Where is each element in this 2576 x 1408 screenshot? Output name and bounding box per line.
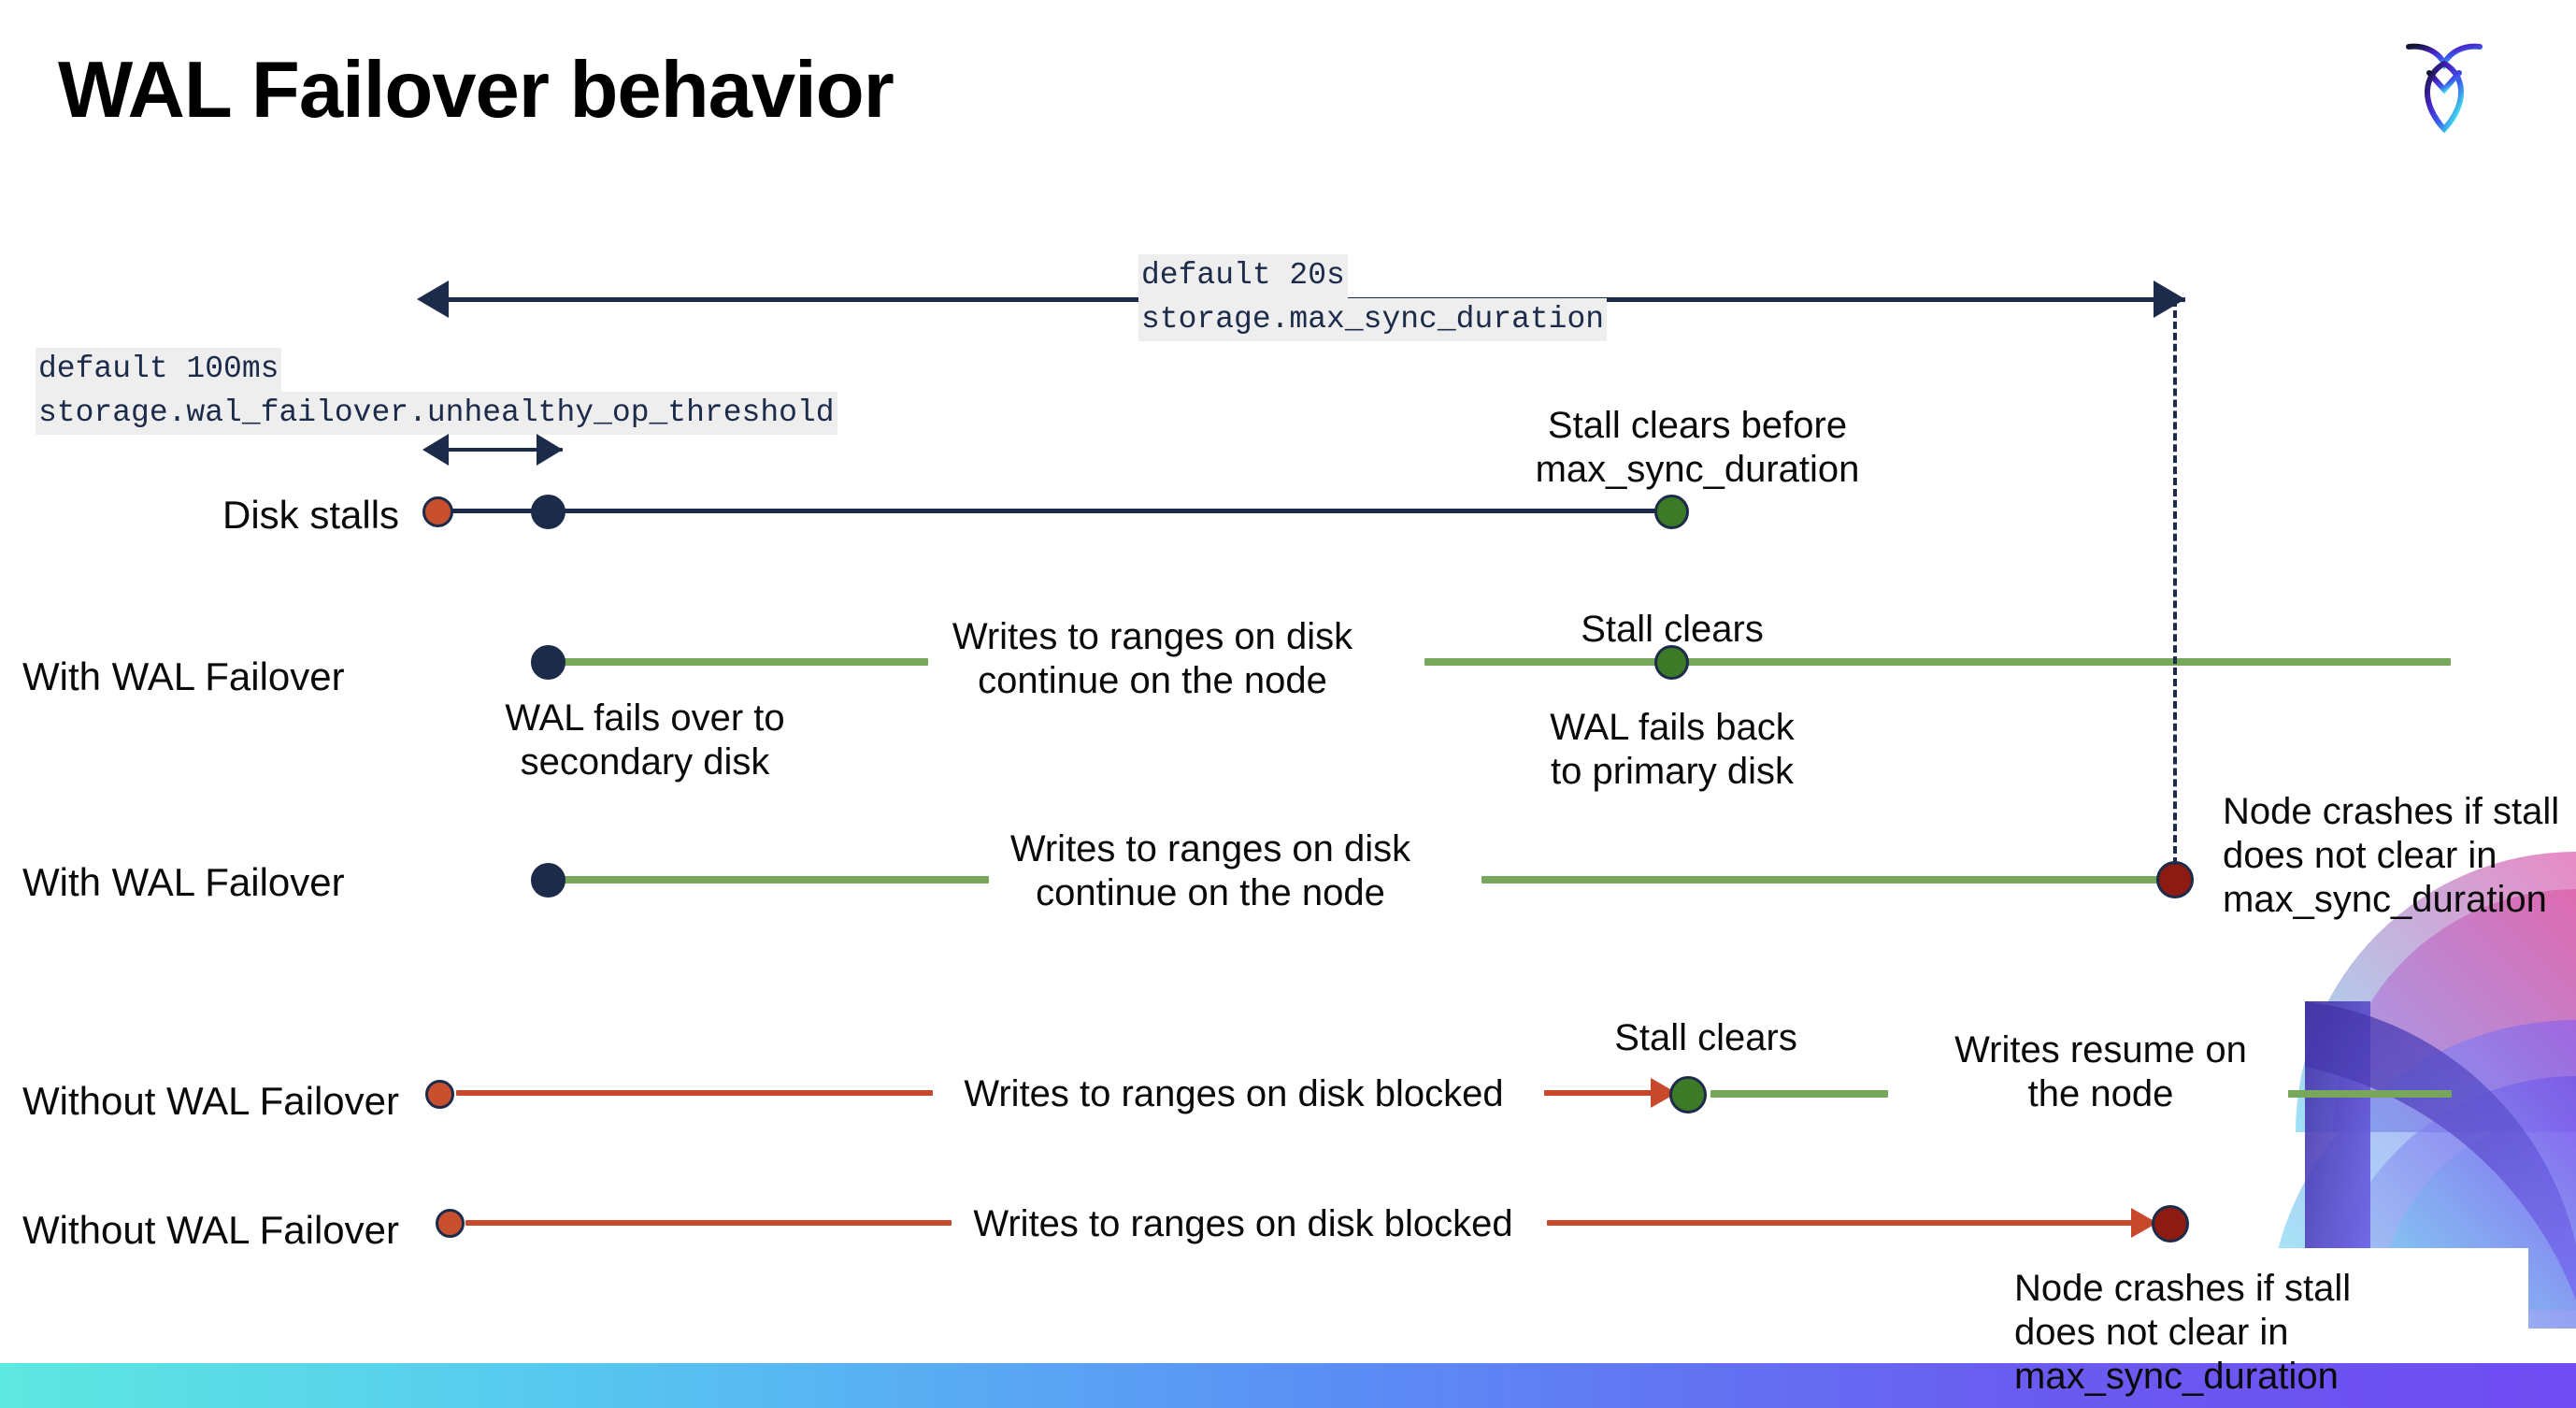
without-failover-1-clear-dot[interactable]: [1669, 1076, 1707, 1113]
with-failover-1-start-note: WAL fails over to secondary disk: [505, 697, 785, 783]
without-failover-1-blocked-b: [1544, 1090, 1664, 1096]
disk-stalls-start-dot[interactable]: [422, 496, 453, 527]
with-failover-1-mid-note: Writes to ranges on disk continue on the…: [952, 616, 1353, 702]
row-label-without-wal-failover-1: Without WAL Failover: [22, 1079, 399, 1123]
row-label-without-wal-failover-2: Without WAL Failover: [22, 1208, 399, 1252]
unhealthy-op-span-line: [445, 448, 563, 452]
with-failover-1-clear-note: Stall clears: [1581, 609, 1764, 650]
with-failover-1-failover-dot[interactable]: [531, 645, 565, 680]
with-failover-1-failback-note: WAL fails back to primary disk: [1550, 707, 1795, 793]
max-sync-duration-dashed-guide: [2173, 299, 2177, 865]
without-failover-2-crash-dot[interactable]: [2152, 1205, 2189, 1243]
unhealthy-op-name-text: storage.wal_failover.unhealthy_op_thresh…: [36, 391, 837, 436]
max-sync-duration-setting: default 20s storage.max_sync_duration: [1138, 254, 1608, 342]
max-sync-span-left-arrowhead: [417, 280, 449, 318]
max-sync-default-text: default 20s: [1138, 254, 1348, 298]
with-failover-2-crash-note: Node crashes if stall does not clear in …: [2223, 791, 2560, 921]
without-failover-1-start-dot[interactable]: [425, 1080, 454, 1109]
max-sync-name-text: storage.max_sync_duration: [1138, 297, 1608, 342]
without-failover-1-blocked-a: [456, 1090, 933, 1096]
without-failover-2-blocked-a: [465, 1220, 952, 1226]
without-failover-2-start-dot[interactable]: [436, 1209, 465, 1238]
without-failover-2-mid-note: Writes to ranges on disk blocked: [973, 1203, 1513, 1244]
with-failover-1-segment-b: [1424, 658, 2451, 666]
row-label-with-wal-failover-1: With WAL Failover: [22, 654, 345, 698]
cockroachdb-logo-icon: [2388, 28, 2500, 140]
with-failover-2-segment-b: [1481, 876, 2176, 884]
disk-stalls-timeline: [437, 509, 1681, 513]
page-title: WAL Failover behavior: [58, 46, 894, 135]
unhealthy-op-default-text: default 100ms: [36, 348, 282, 392]
bottom-gradient-bar: [0, 1363, 2576, 1408]
unhealthy-op-right-arrowhead: [537, 434, 563, 466]
disk-stalls-threshold-dot[interactable]: [531, 495, 565, 529]
unhealthy-op-threshold-setting: default 100ms storage.wal_failover.unhea…: [36, 348, 837, 436]
without-failover-1-resume-note: Writes resume on the node: [1954, 1029, 2247, 1115]
with-failover-2-failover-dot[interactable]: [531, 863, 565, 898]
without-failover-1-resume-b: [2288, 1090, 2452, 1098]
with-failover-2-crash-dot[interactable]: [2156, 861, 2194, 898]
disk-stalls-clear-note: Stall clears before max_sync_duration: [1535, 405, 1860, 491]
disk-stalls-clear-dot[interactable]: [1654, 495, 1689, 529]
with-failover-2-mid-note: Writes to ranges on disk continue on the…: [1009, 828, 1411, 914]
without-failover-1-mid-note: Writes to ranges on disk blocked: [964, 1073, 1504, 1114]
without-failover-2-crash-note: Node crashes if stall does not clear in …: [2014, 1268, 2352, 1398]
with-failover-1-clear-dot[interactable]: [1654, 645, 1689, 680]
max-sync-span-right-arrowhead: [2154, 280, 2185, 318]
row-label-with-wal-failover-2: With WAL Failover: [22, 860, 345, 904]
row-label-disk-stalls: Disk stalls: [222, 493, 400, 537]
unhealthy-op-left-arrowhead: [422, 434, 449, 466]
without-failover-1-clear-note: Stall clears: [1614, 1017, 1797, 1058]
without-failover-2-blocked-b: [1547, 1220, 2145, 1226]
with-failover-2-segment-a: [550, 876, 989, 884]
without-failover-1-resume-a: [1710, 1090, 1888, 1098]
with-failover-1-segment-a: [550, 658, 928, 666]
